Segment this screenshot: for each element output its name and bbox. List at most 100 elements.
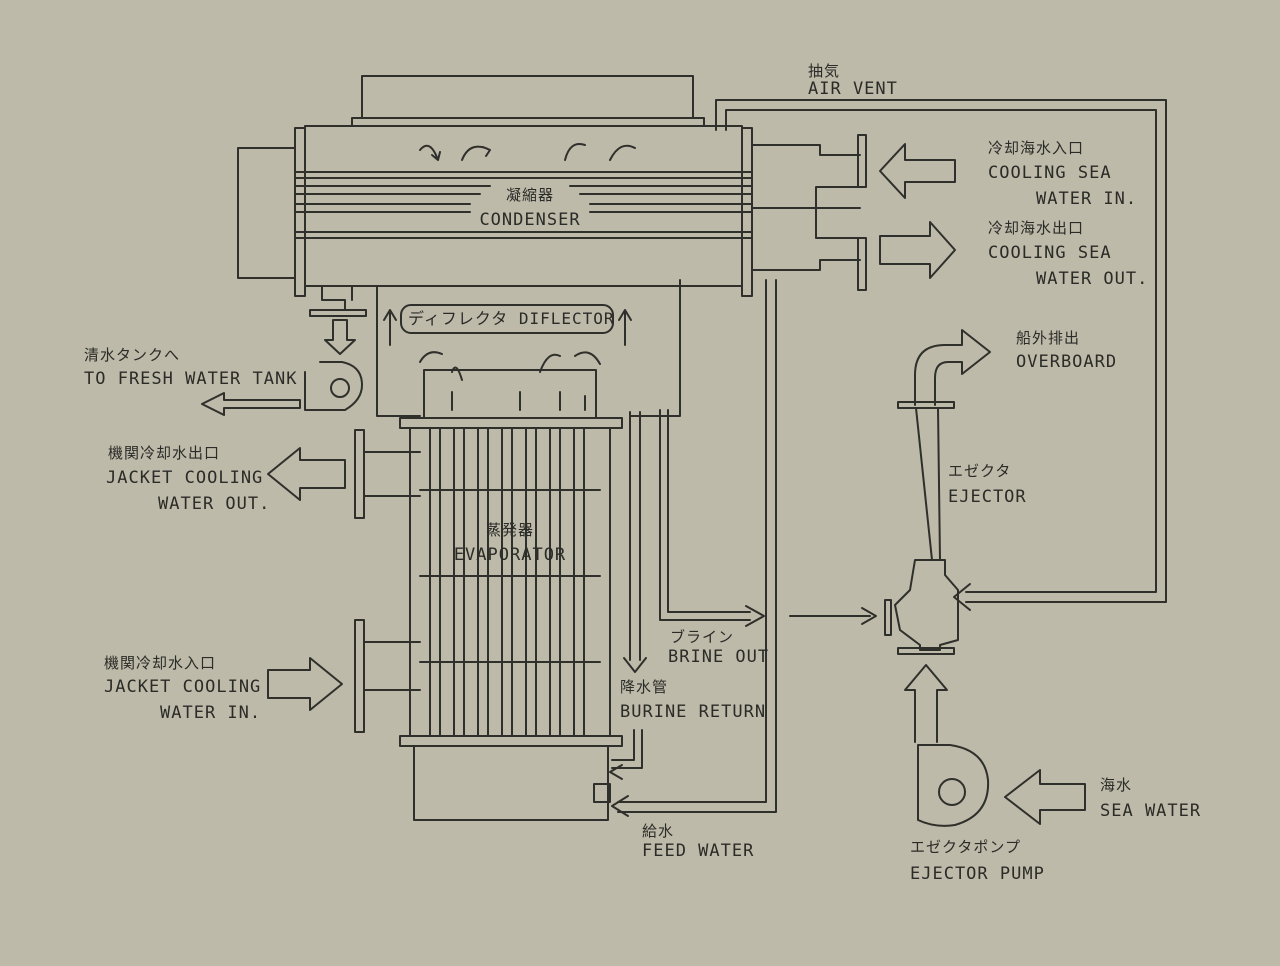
cooling-out-label-en1: COOLING SEA <box>988 243 1112 263</box>
air-vent-line <box>715 99 1167 611</box>
condenser-top-flange <box>351 117 705 127</box>
cooling-in-label-jp: 冷却海水入口 <box>988 139 1085 157</box>
bottom-nozzle-arrow <box>609 764 623 780</box>
steam-pipe-left <box>376 285 421 417</box>
sea-water-label-jp: 海水 <box>1100 776 1133 794</box>
return-to-bottom <box>611 729 643 769</box>
feed-water-label-jp: 給水 <box>642 822 675 840</box>
water-box-partition <box>751 186 861 239</box>
fresh-water-label-jp: 清水タンクへ <box>84 346 181 364</box>
jacket-out-flange <box>354 429 365 519</box>
evaporator-bottom-head <box>413 745 609 821</box>
cooling-out-flange <box>857 237 867 291</box>
diflector <box>383 304 632 381</box>
evaporator-tubes <box>429 427 585 737</box>
ejector-overboard-elbow <box>914 329 991 406</box>
jacket-out-label-en2: WATER OUT. <box>158 494 271 514</box>
evaporator-steam-arrows <box>451 391 586 411</box>
air-vent-label-en: AIR VENT <box>808 79 898 99</box>
brine-return-pipe <box>629 411 641 661</box>
jacket-out-arrow <box>267 447 346 501</box>
fresh-down-arrow <box>324 319 356 355</box>
condenser-steam-arrows <box>419 143 636 161</box>
condenser-water-box <box>751 144 861 271</box>
brine-out-arrowhead <box>745 605 765 627</box>
cooling-in-flange <box>857 134 867 188</box>
fresh-pump-casing <box>304 361 363 411</box>
brine-return-label-en: BURINE RETURN <box>620 702 767 722</box>
ejector <box>789 329 991 743</box>
steam-pipe-right <box>629 279 681 417</box>
fresh-pump-eye <box>330 378 350 398</box>
condenser-label-jp: 凝縮器 <box>505 186 554 204</box>
ejector-label-en: EJECTOR <box>948 487 1027 507</box>
cooling-in-label-en2: WATER IN. <box>1036 189 1138 209</box>
jacket-out-label-jp: 機関冷却水出口 <box>108 444 221 462</box>
ejector-up-arrow <box>904 664 948 743</box>
cooling-in-label-en1: COOLING SEA <box>988 163 1112 183</box>
evaporator-baffles <box>419 489 601 663</box>
evaporator <box>399 369 623 821</box>
ejector-outlet-flange <box>897 401 955 409</box>
evaporator-bottom-flange <box>399 735 623 747</box>
condensate-outlet <box>321 285 353 311</box>
cooling-out-label-en2: WATER OUT. <box>1036 269 1149 289</box>
cooling-out-arrow <box>879 221 956 279</box>
cooling-in-arrow <box>879 143 956 199</box>
ejector-body <box>894 559 959 651</box>
jacket-cooling-pipes <box>267 429 421 733</box>
evaporator-label-jp: 蒸発器 <box>485 521 534 539</box>
overboard-label-en: OVERBOARD <box>1016 352 1118 372</box>
fresh-water-label-en: TO FRESH WATER TANK <box>84 369 298 389</box>
diflector-label: ディフレクタ DIFLECTOR <box>408 309 615 328</box>
air-vent-arrowhead <box>953 583 971 611</box>
jacket-in-arrow <box>267 657 343 711</box>
sea-water-arrow <box>1004 769 1086 825</box>
jacket-out-label-en1: JACKET COOLING <box>106 468 264 488</box>
feed-nozzle <box>593 783 611 803</box>
condensate-outlet-flange <box>309 309 367 317</box>
jacket-in-label-en2: WATER IN. <box>160 703 262 723</box>
diflector-plate <box>400 304 614 334</box>
fresh-tank-arrow <box>201 392 301 416</box>
diflector-right-arrow <box>618 309 632 346</box>
diflector-steam-arrows <box>419 351 601 381</box>
sea-water-label-en: SEA WATER <box>1100 801 1202 821</box>
brine-return-arrowhead <box>623 657 647 673</box>
diflector-left-arrow <box>383 309 397 346</box>
evaporator-top-head <box>423 369 597 419</box>
feed-water-arrowhead <box>611 795 629 817</box>
evaporator-label-en: EVAPORATOR <box>453 545 567 565</box>
ejector-pump-eye <box>938 778 966 806</box>
overboard-label-jp: 船外排出 <box>1016 329 1081 347</box>
brine-return-label-jp: 降水管 <box>620 678 669 696</box>
jacket-in-flange <box>354 619 365 733</box>
ejector-pump-label-en: EJECTOR PUMP <box>910 864 1045 884</box>
ejector-suction-arrow <box>789 607 877 625</box>
condenser-label-en: CONDENSER <box>479 210 581 230</box>
ejector-diffuser <box>915 407 941 561</box>
brine-out-pipe <box>659 409 751 621</box>
fresh-water-pump <box>201 319 363 416</box>
feed-water-line <box>593 279 777 817</box>
brine-out-label-en: BRINE OUT <box>668 647 770 667</box>
jacket-in-label-en1: JACKET COOLING <box>104 677 262 697</box>
condenser-left-bypass <box>237 147 296 279</box>
ejector-label-jp: エゼクタ <box>948 462 1012 480</box>
ejector-bottom-flange <box>897 647 955 655</box>
cooling-out-label-jp: 冷却海水出口 <box>988 219 1085 237</box>
condenser <box>237 75 867 317</box>
condenser-top-hood <box>361 75 694 119</box>
ejector-pump <box>917 744 1086 827</box>
condenser-tubes <box>294 171 753 239</box>
evaporator-top-flange <box>399 417 623 429</box>
brine-piping <box>609 409 765 780</box>
ejector-pump-casing <box>917 744 990 827</box>
ejector-pump-label-jp: エゼクタポンプ <box>910 838 1021 856</box>
feed-water-label-en: FEED WATER <box>642 841 755 861</box>
jacket-in-label-jp: 機関冷却水入口 <box>104 654 217 672</box>
brine-out-label-jp: ブライン <box>670 628 735 646</box>
air-vent-label-jp: 抽気 <box>808 62 841 80</box>
